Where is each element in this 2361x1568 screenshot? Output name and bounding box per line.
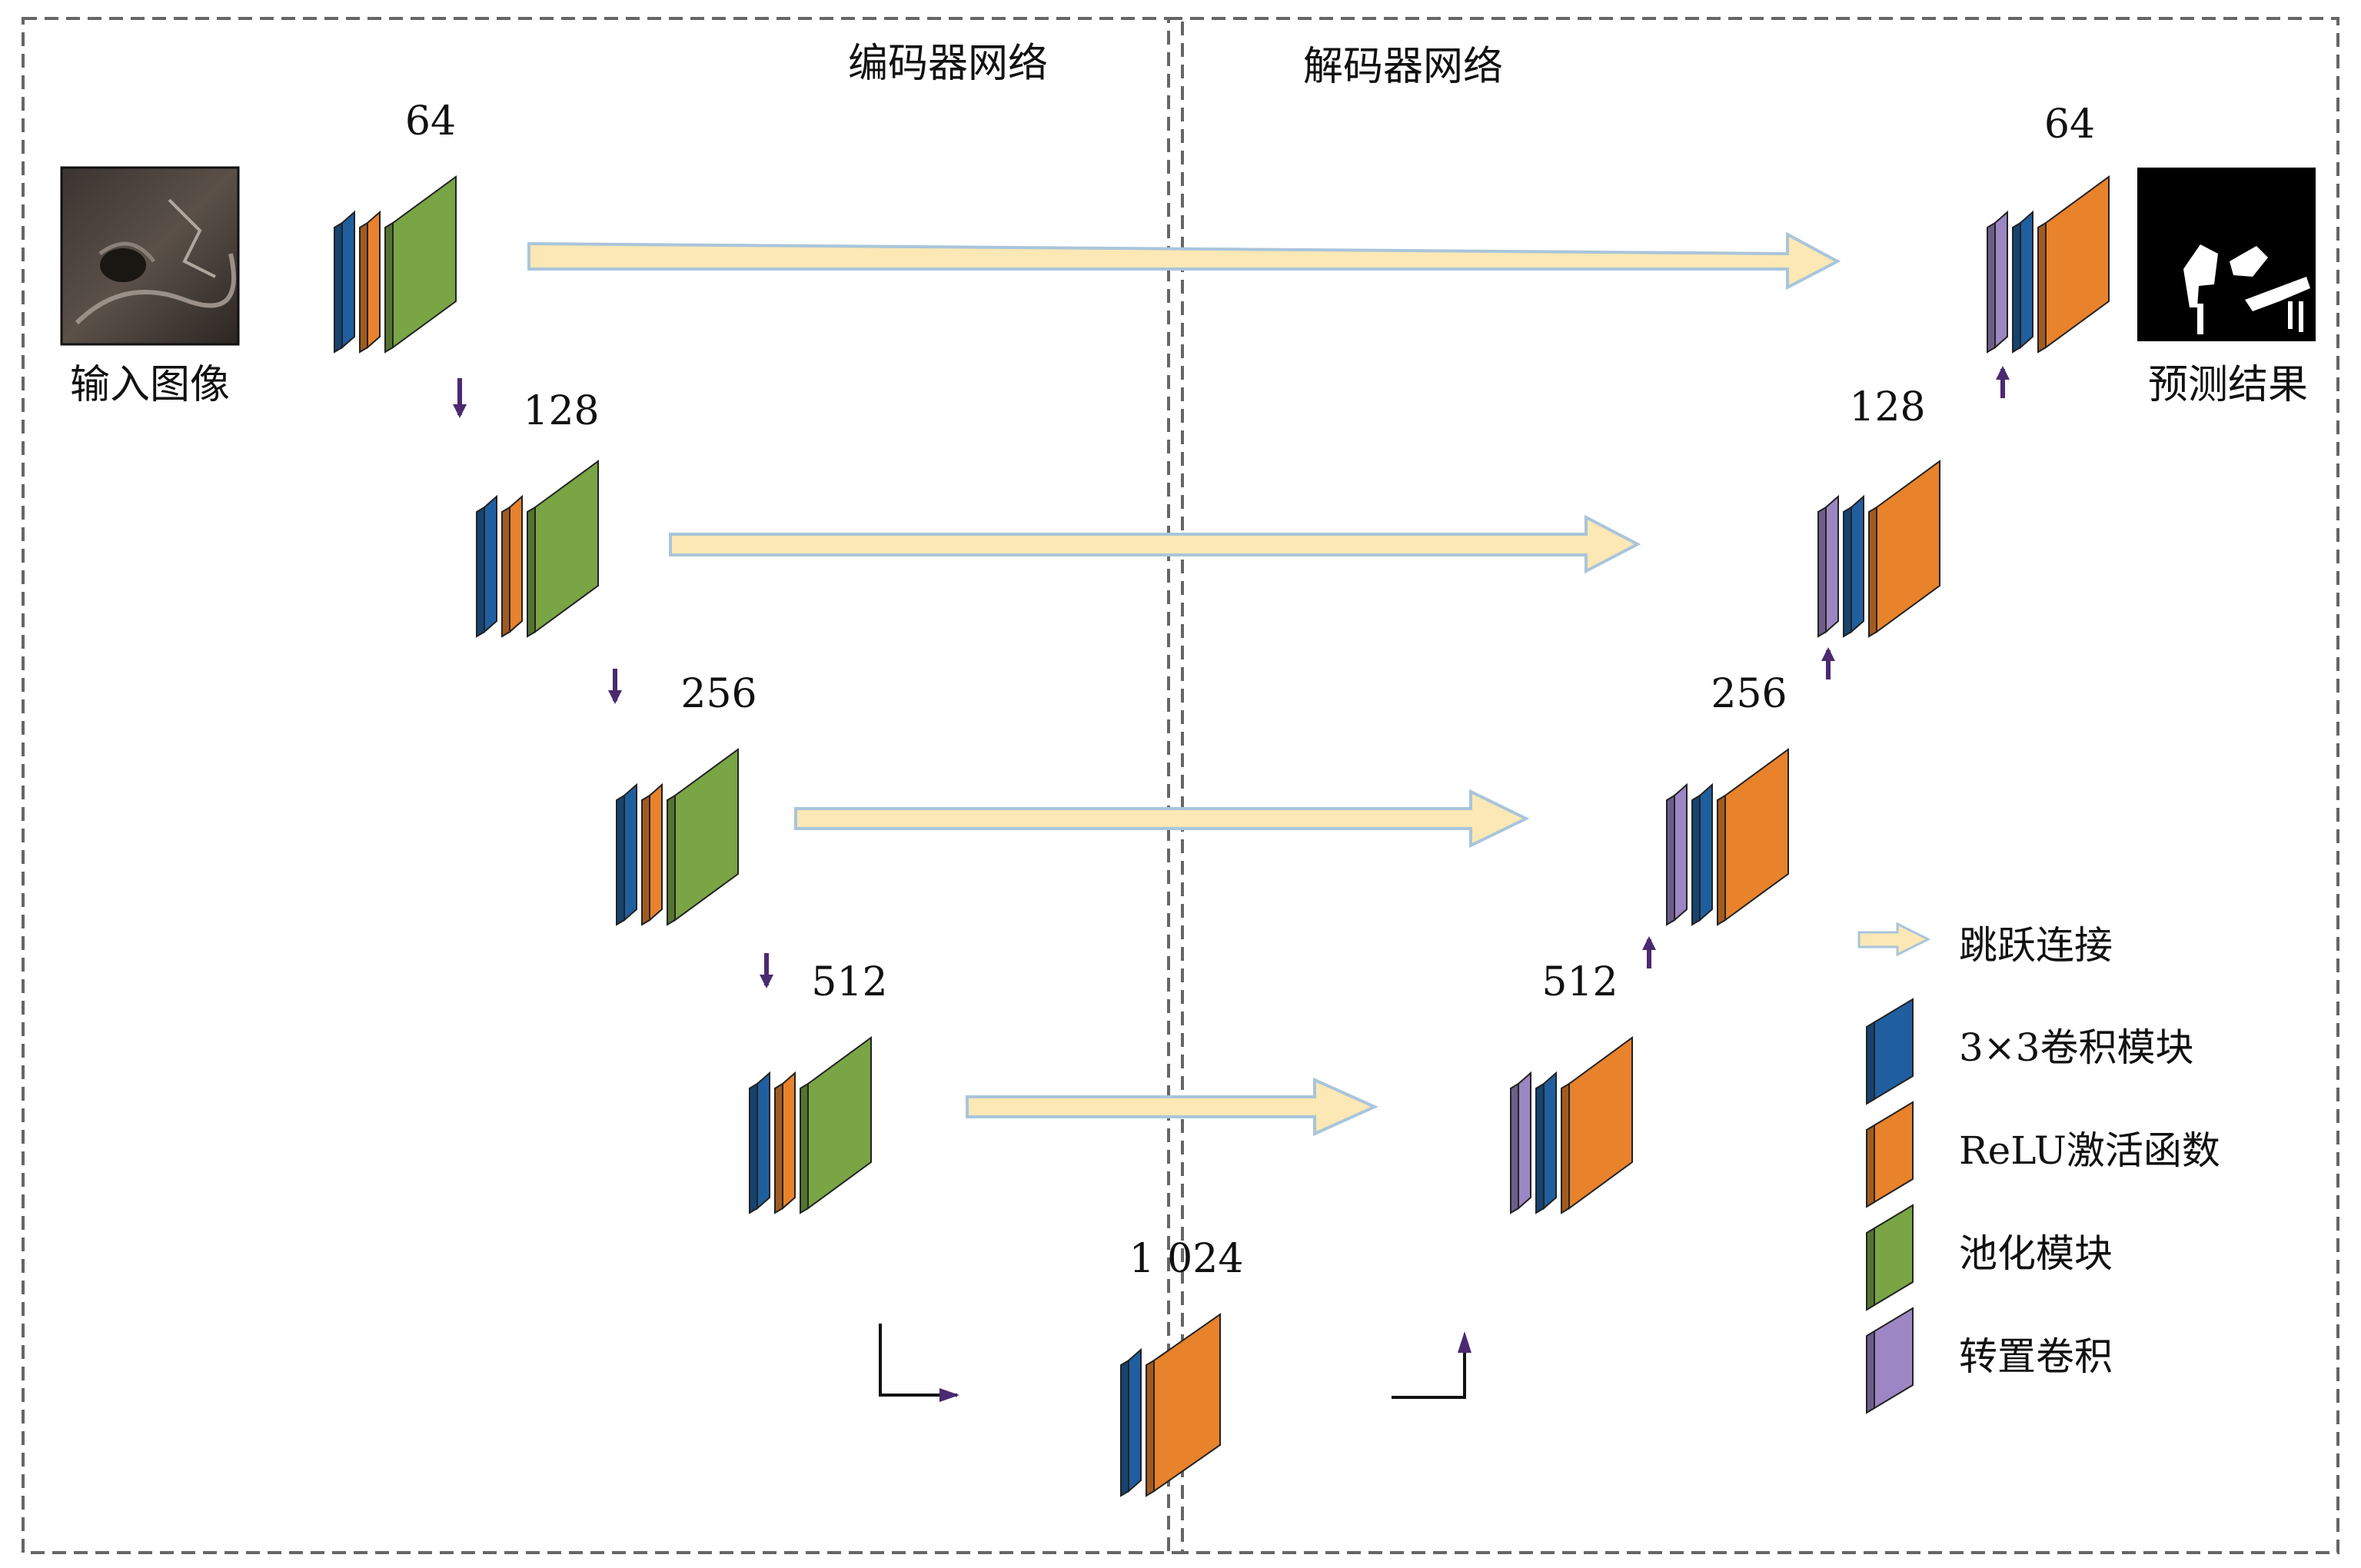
input-image bbox=[60, 166, 240, 346]
decoder-block-256 bbox=[1666, 748, 1789, 926]
skip-arrow-128 bbox=[669, 514, 1641, 574]
bottleneck-block-layer-1 bbox=[1146, 1313, 1221, 1497]
encoder-block-256-layer-0 bbox=[616, 782, 637, 926]
decoder-block-512-layer-0 bbox=[1510, 1071, 1531, 1214]
decoder-block-128-layer-0 bbox=[1817, 494, 1839, 638]
encoder-block-512-layer-0 bbox=[749, 1071, 770, 1214]
encoder-block-128-layer-2 bbox=[527, 460, 599, 638]
encoder-channels-512: 512 bbox=[811, 959, 888, 1005]
bottleneck-corner-arrows bbox=[879, 1324, 1471, 1402]
skip-arrow-64 bbox=[527, 231, 1841, 291]
decoder-block-64-layer-2 bbox=[2037, 175, 2110, 354]
decoder-channels-256: 256 bbox=[1711, 671, 1787, 717]
encoder-block-128-layer-1 bbox=[501, 494, 523, 638]
skip-arrow-512 bbox=[966, 1077, 1378, 1137]
skip-arrow-256 bbox=[794, 789, 1530, 849]
prediction-caption: 预测结果 bbox=[2147, 362, 2309, 408]
skip-connections bbox=[527, 231, 1841, 1137]
decoder-channels-128: 128 bbox=[1849, 384, 1926, 430]
legend-skip-arrow-icon bbox=[1857, 922, 1931, 957]
decoder-channels-64: 64 bbox=[2043, 101, 2096, 148]
legend-conv-label: 3×3卷积模块 bbox=[1959, 1025, 2194, 1070]
legend-conv-swatch bbox=[1866, 998, 1914, 1105]
encoder-block-128 bbox=[476, 460, 599, 638]
encoder-block-512-layer-2 bbox=[800, 1036, 872, 1214]
decoder-block-64-layer-1 bbox=[2012, 210, 2033, 354]
decoder-block-128 bbox=[1817, 460, 1940, 638]
encoder-block-256-layer-1 bbox=[641, 782, 663, 926]
decoder-block-128-layer-2 bbox=[1868, 460, 1940, 638]
legend-relu-label: ReLU激活函数 bbox=[1959, 1128, 2220, 1173]
decoder-title: 解码器网络 bbox=[1302, 44, 1504, 90]
bottleneck-channels: 1 024 bbox=[1129, 1236, 1244, 1282]
feature-blocks bbox=[334, 175, 2110, 1497]
encoder-block-64-layer-1 bbox=[359, 210, 381, 354]
legend-relu-swatch bbox=[1866, 1101, 1914, 1208]
prediction-image bbox=[2137, 168, 2316, 341]
legend-pool-label: 池化模块 bbox=[1959, 1231, 2113, 1276]
decoder-block-256-layer-0 bbox=[1666, 782, 1688, 926]
decoder-block-128-layer-1 bbox=[1843, 494, 1864, 638]
down-arrow-1 bbox=[453, 378, 467, 418]
decoder-block-512-layer-1 bbox=[1535, 1071, 1557, 1214]
legend-pool-swatch bbox=[1866, 1204, 1914, 1311]
decoder-block-512-layer-2 bbox=[1561, 1036, 1633, 1214]
encoder-channels-64: 64 bbox=[404, 98, 457, 145]
encoder-channels-128: 128 bbox=[523, 388, 600, 434]
up-arrow-2 bbox=[1821, 647, 1835, 679]
down-arrow-3 bbox=[760, 953, 773, 988]
legend-swatches bbox=[1857, 922, 1931, 1414]
legend-skip-label: 跳跃连接 bbox=[1959, 923, 2113, 968]
encoder-panel-border bbox=[22, 17, 1184, 1554]
decoder-block-64 bbox=[1987, 175, 2110, 354]
up-arrow-1 bbox=[1642, 936, 1656, 968]
bottleneck-block bbox=[1120, 1313, 1221, 1497]
decoder-block-64-layer-0 bbox=[1987, 210, 2008, 354]
encoder-block-64-layer-2 bbox=[384, 175, 457, 354]
encoder-block-512-layer-1 bbox=[774, 1071, 796, 1214]
bottleneck-block-layer-0 bbox=[1120, 1347, 1142, 1497]
down-arrow-2 bbox=[608, 669, 622, 704]
encoder-channels-256: 256 bbox=[680, 671, 757, 717]
up-arrow-3 bbox=[1996, 366, 2010, 398]
legend-transpose-label: 转置卷积 bbox=[1959, 1334, 2113, 1379]
legend-transpose-swatch bbox=[1866, 1307, 1914, 1414]
encoder-block-128-layer-0 bbox=[476, 494, 497, 638]
decoder-block-256-layer-2 bbox=[1717, 748, 1789, 926]
decoder-block-256-layer-1 bbox=[1691, 782, 1713, 926]
encoder-title: 编码器网络 bbox=[847, 41, 1049, 87]
encoder-block-256 bbox=[616, 748, 739, 926]
encoder-block-512 bbox=[749, 1036, 872, 1214]
decoder-panel-border bbox=[1167, 17, 2339, 1554]
encoder-block-64 bbox=[334, 175, 457, 354]
decoder-channels-512: 512 bbox=[1541, 959, 1618, 1005]
encoder-block-64-layer-0 bbox=[334, 210, 355, 354]
input-image-caption: 输入图像 bbox=[69, 362, 231, 408]
encoder-block-256-layer-2 bbox=[667, 748, 739, 926]
decoder-block-512 bbox=[1510, 1036, 1633, 1214]
flow-arrows bbox=[453, 366, 2010, 988]
